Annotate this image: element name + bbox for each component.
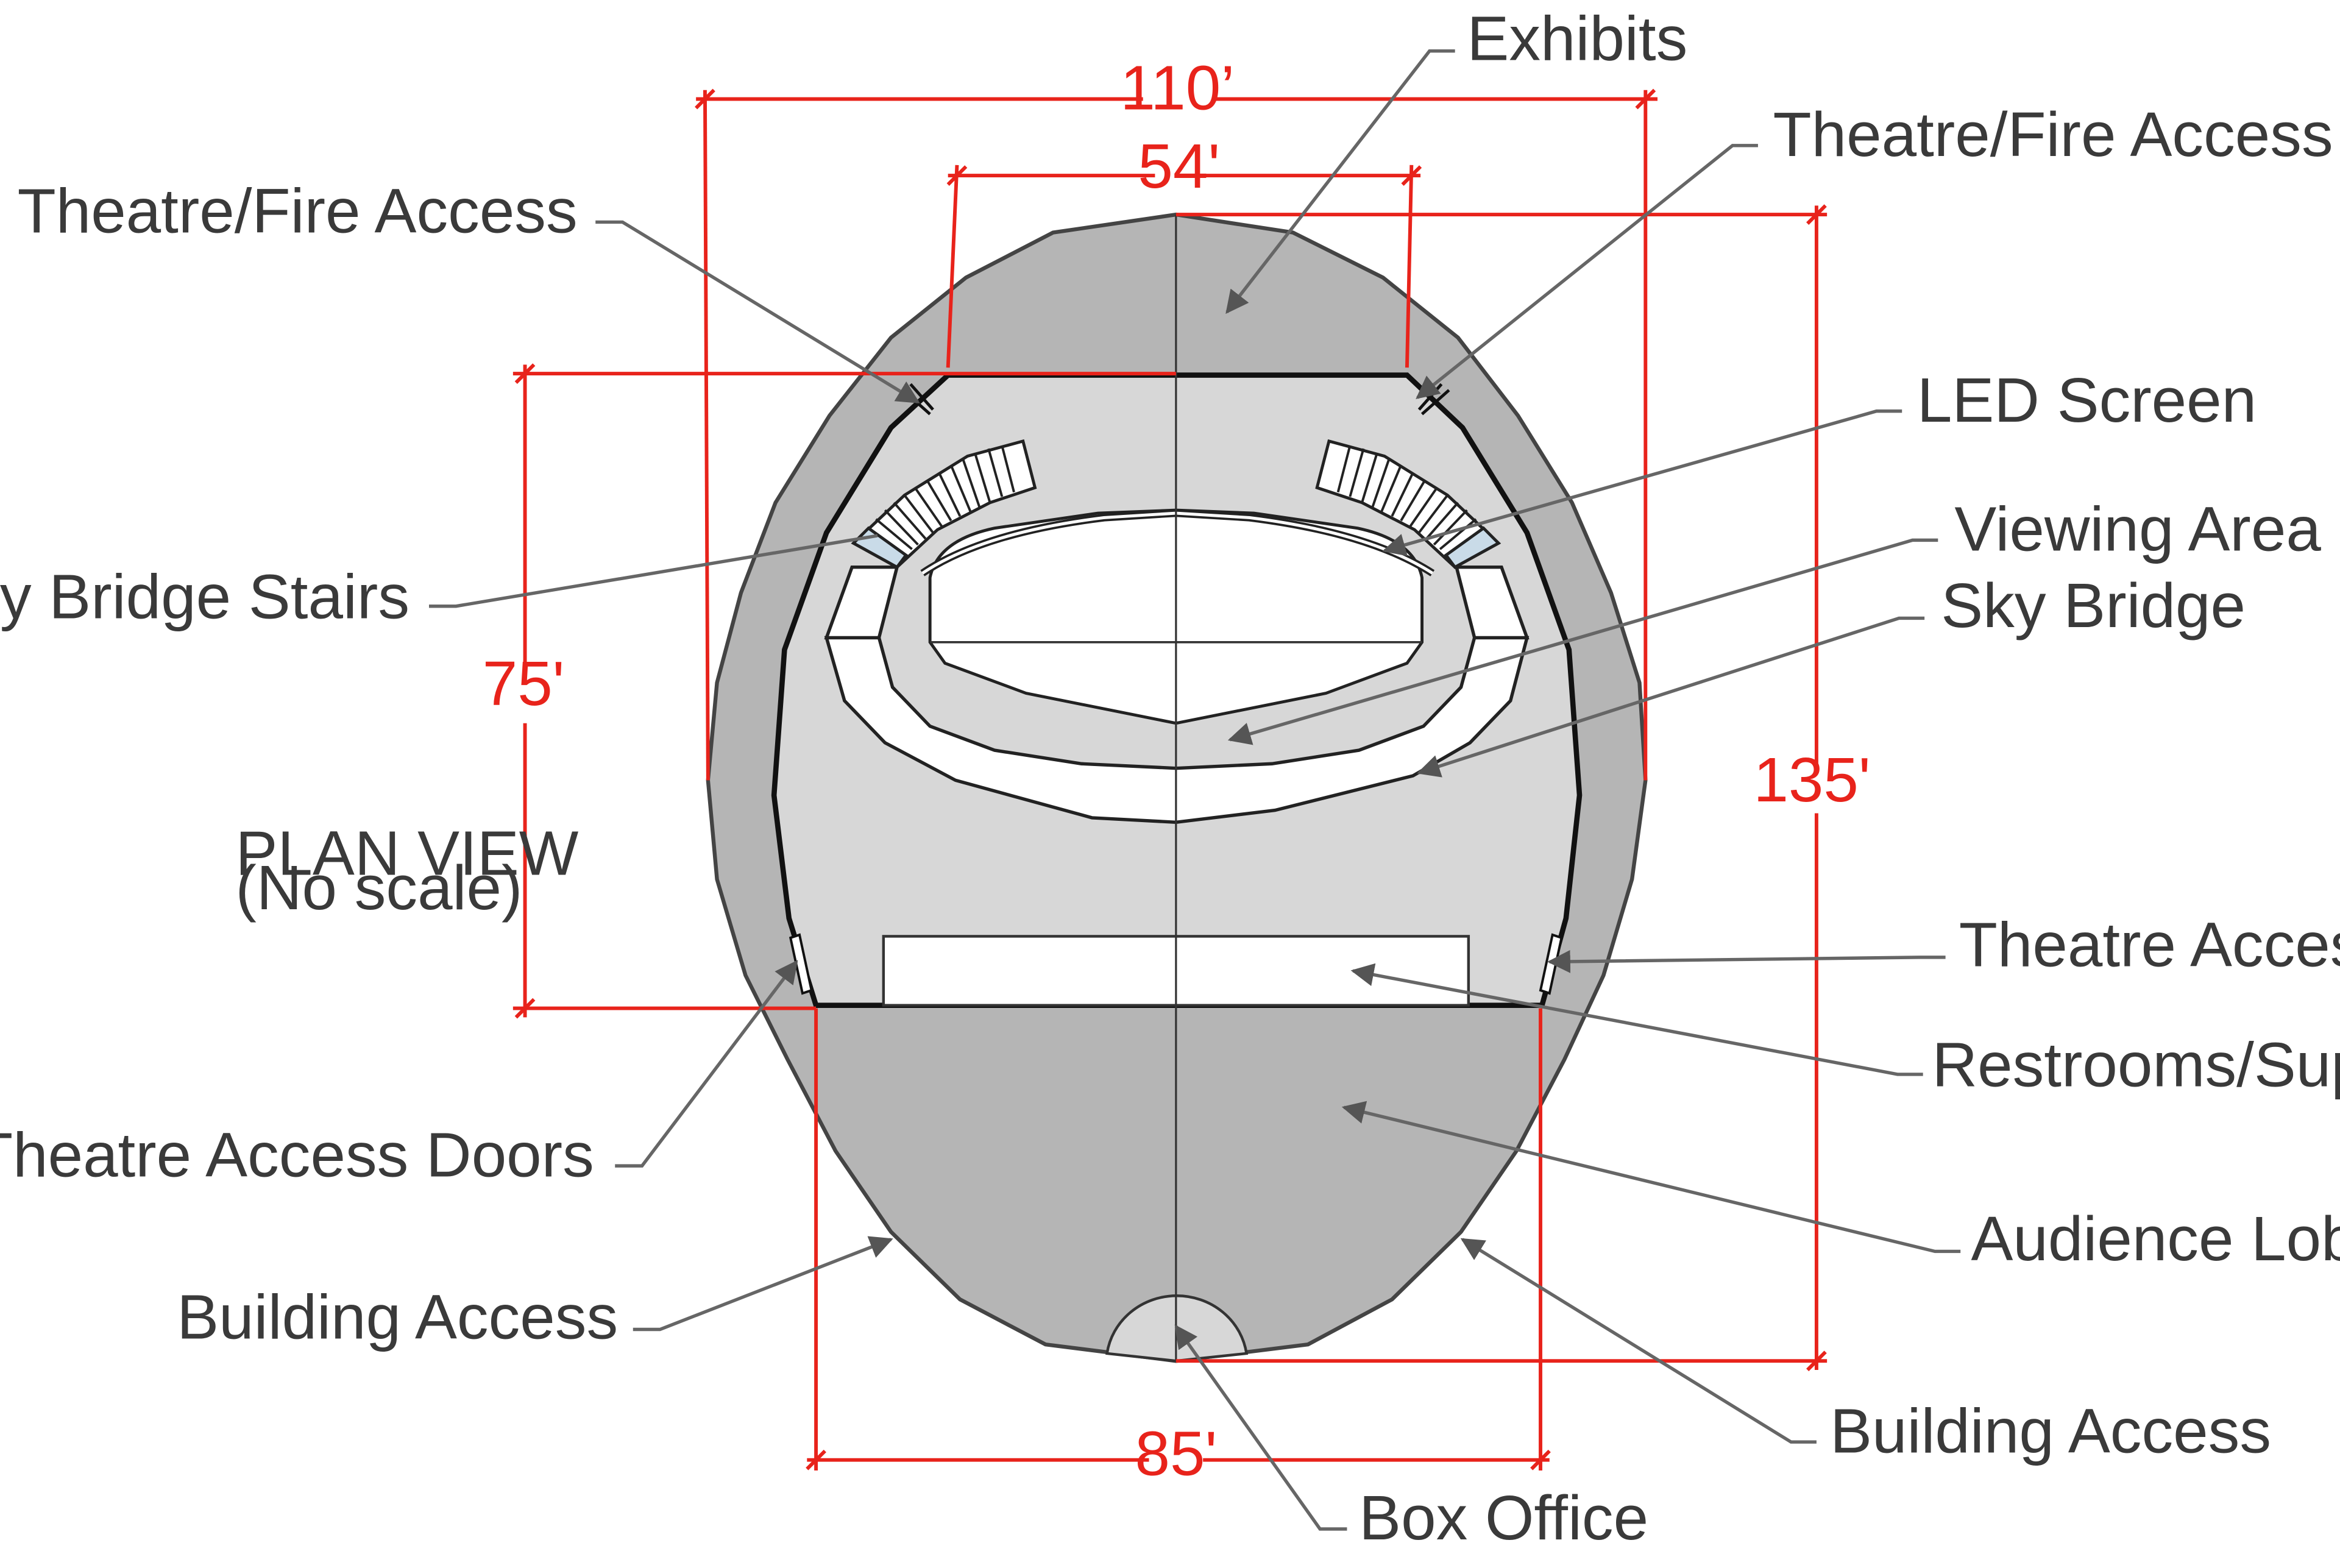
plan-view-subtitle: (No scale) bbox=[235, 852, 522, 923]
label-theatre-access-doors-left: Theatre Access Doors bbox=[0, 1119, 594, 1190]
label-sky-bridge: Sky Bridge bbox=[1941, 570, 2246, 640]
label-box-office: Box Office bbox=[1359, 1482, 1648, 1553]
label-building-access-right: Building Access bbox=[1830, 1395, 2271, 1466]
leader-lines bbox=[429, 49, 1961, 1531]
dimension-overall-width: 110’ bbox=[695, 52, 1658, 781]
label-restrooms-support: Restrooms/Support bbox=[1932, 1029, 2340, 1100]
theatre-access-door-left bbox=[789, 933, 813, 995]
dim-75-label: 75' bbox=[483, 648, 565, 718]
dim-85-label: 85' bbox=[1135, 1417, 1217, 1488]
dimension-overall-depth: 135' bbox=[1175, 204, 1871, 1372]
label-audience-lobby-exhibits: Audience Lobby/Exhibits bbox=[1971, 1203, 2340, 1274]
dimension-lobby-width: 85' bbox=[806, 1008, 1551, 1488]
label-viewing-area: Viewing Area bbox=[1954, 494, 2321, 564]
dimension-screen-width: 54' bbox=[946, 130, 1422, 368]
building-plan bbox=[706, 212, 1648, 1363]
label-led-screen: LED Screen bbox=[1917, 364, 2257, 435]
plan-view-title: PLAN VIEW bbox=[235, 817, 578, 888]
sky-bridge-stairs-left bbox=[851, 439, 1037, 569]
label-building-access-left: Building Access bbox=[177, 1281, 618, 1352]
label-theatre-access-doors-right: Theatre Access Doors bbox=[1959, 909, 2340, 980]
dim-110-label: 110’ bbox=[1120, 52, 1235, 123]
label-exhibits: Exhibits bbox=[1467, 2, 1687, 73]
dimension-lines: 110’ 54' 75' bbox=[483, 52, 1871, 1489]
sky-bridge-stairs-right bbox=[1315, 439, 1502, 569]
dim-135-label: 135' bbox=[1753, 744, 1870, 815]
label-sky-bridge-stairs: Sky Bridge Stairs bbox=[0, 561, 410, 631]
dim-54-label: 54' bbox=[1138, 130, 1220, 201]
label-theatre-fire-access-left: Theatre/Fire Access bbox=[18, 176, 578, 246]
label-theatre-fire-access-right: Theatre/Fire Access bbox=[1773, 99, 2333, 169]
dimension-theatre-depth: 75' bbox=[483, 363, 1176, 1019]
